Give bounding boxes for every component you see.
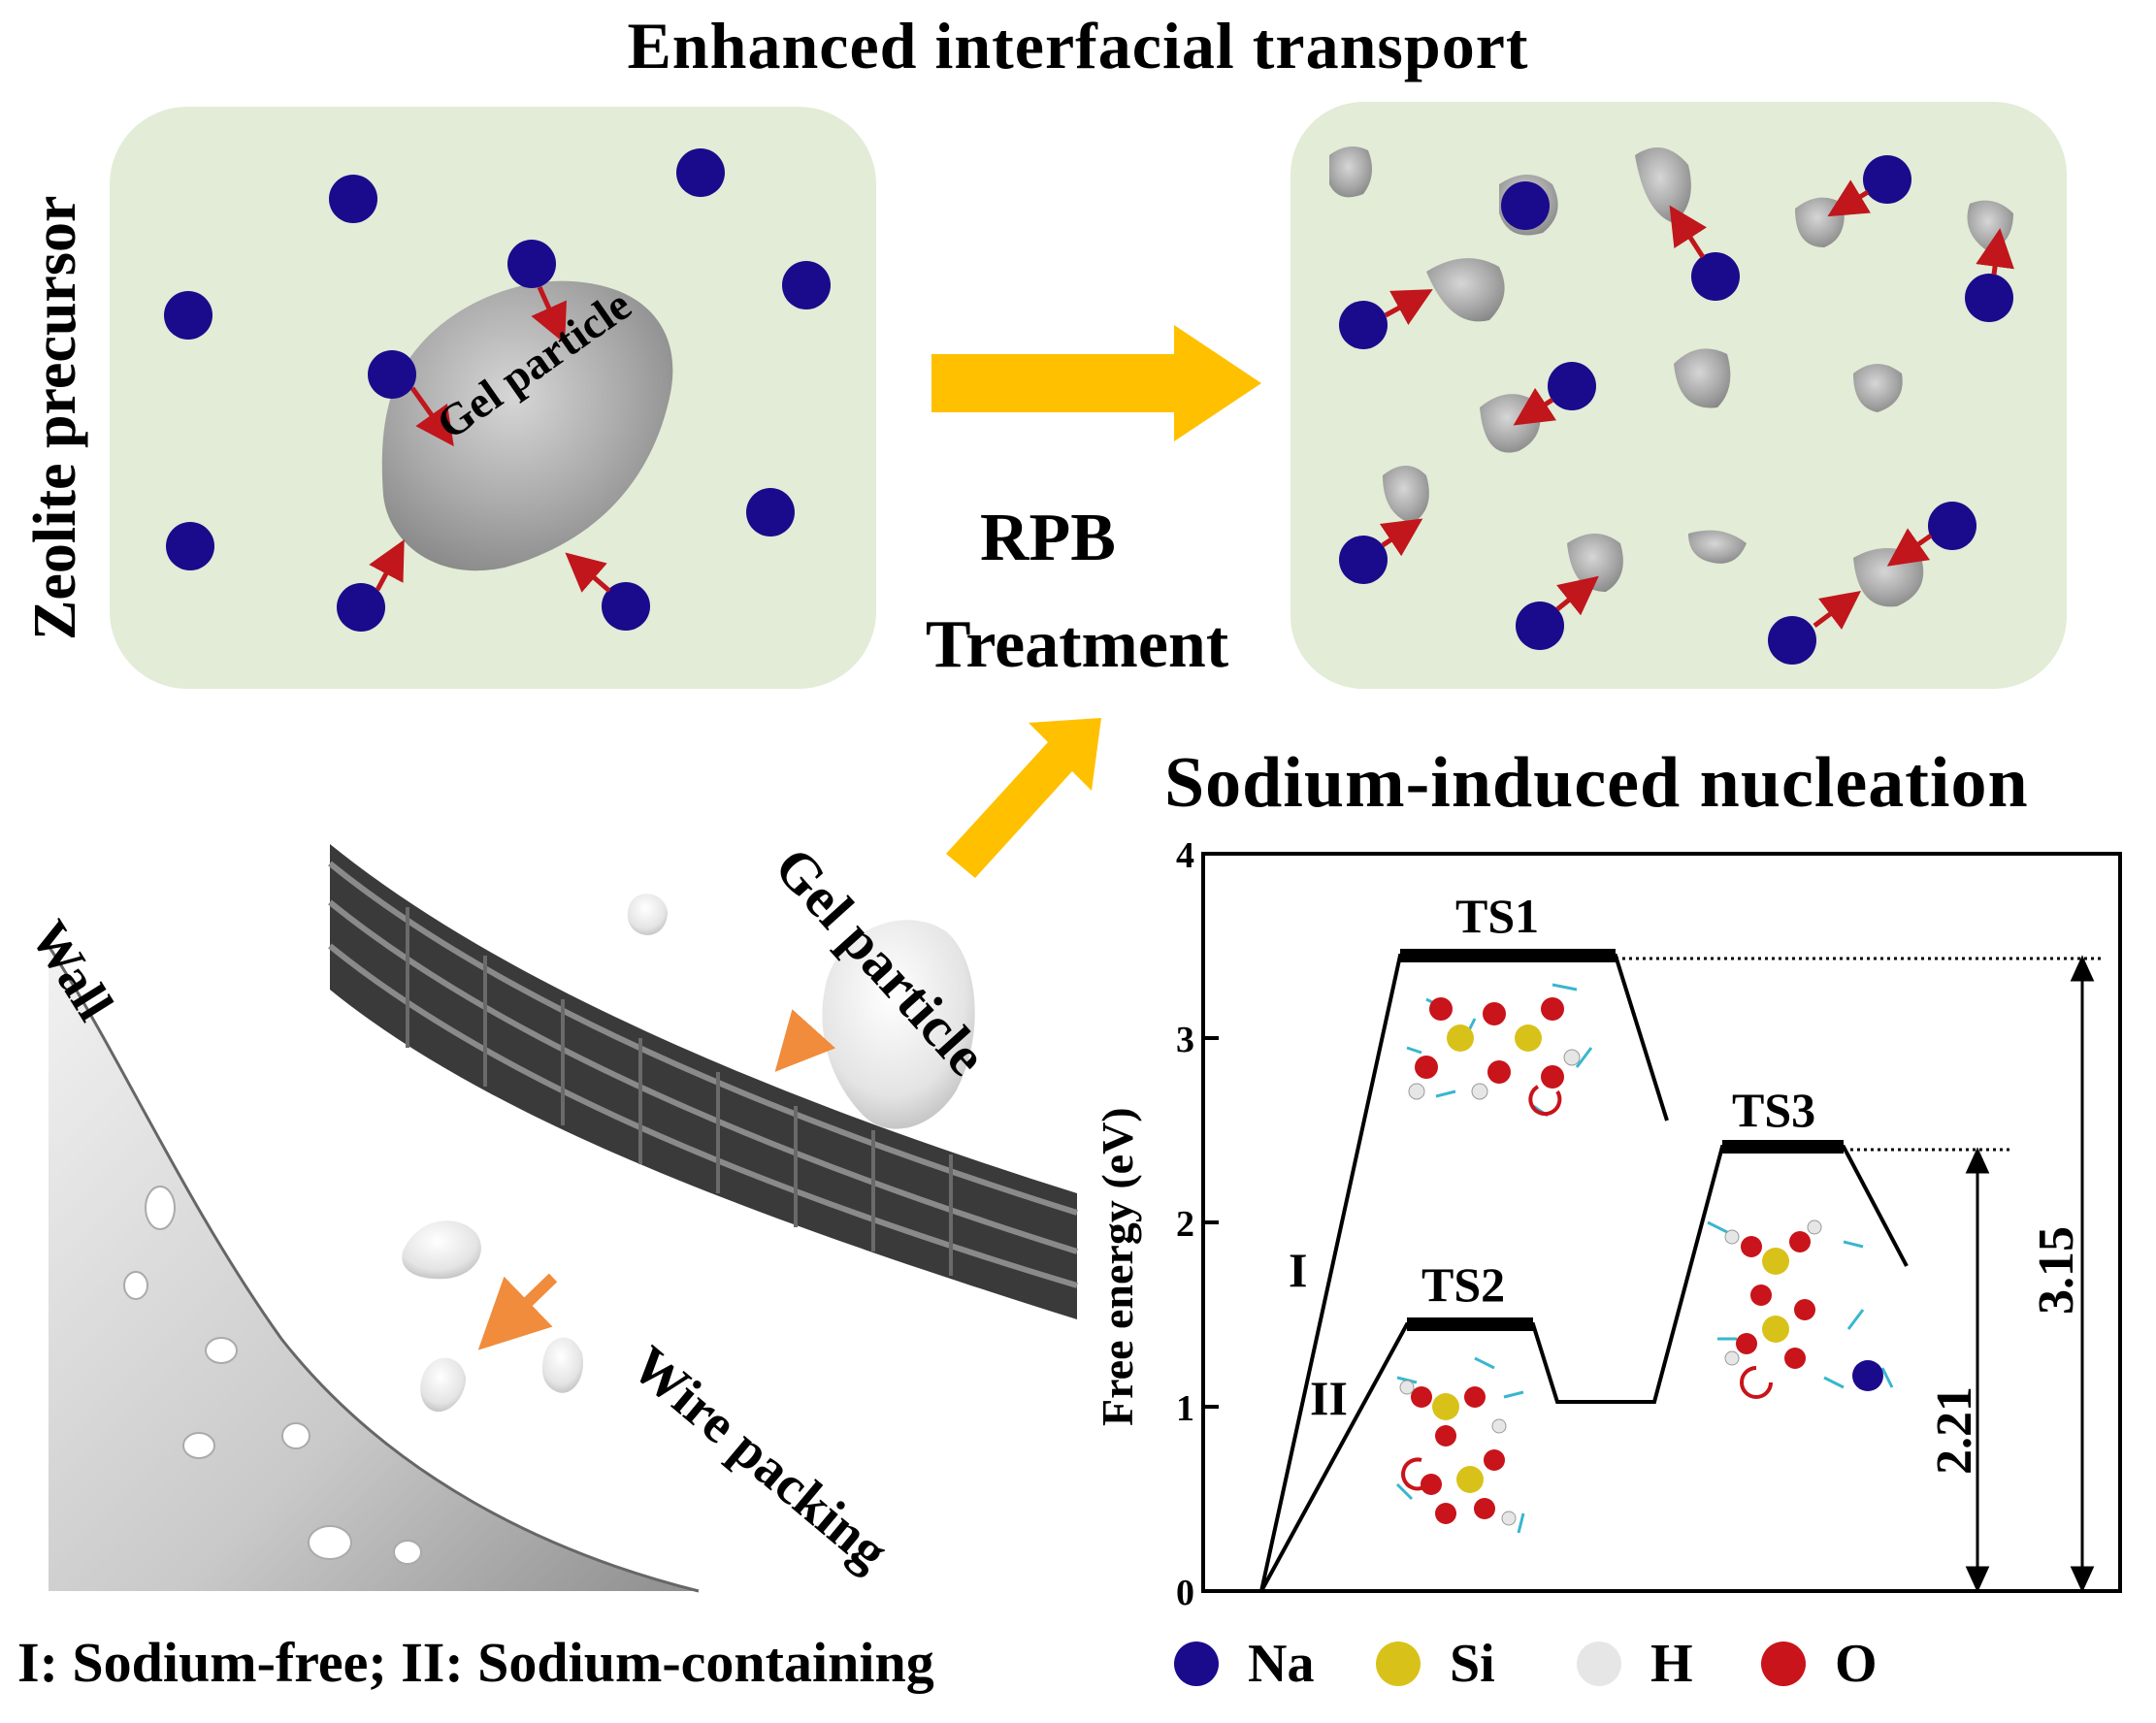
barrier-3-15-label: 3.15 [2029, 1226, 2084, 1315]
o-swatch-icon [1761, 1642, 1806, 1686]
red-arrows-left [369, 285, 611, 593]
wall-surface [49, 946, 699, 1591]
na-swatch-icon [1174, 1642, 1219, 1686]
path-I-label: I [1289, 1243, 1308, 1297]
molecule-ts2 [1395, 1356, 1525, 1534]
na-atoms-right [1339, 155, 2013, 665]
legend-na: Na [1174, 1630, 1314, 1698]
path-II-label: II [1310, 1371, 1348, 1425]
yellow-arrow-right [931, 325, 1261, 441]
gel-particle-floating [822, 920, 975, 1129]
precursor-panel-left [110, 107, 876, 689]
legend-h-label: H [1650, 1634, 1693, 1694]
red-arrows-right [1379, 179, 2014, 630]
rpb-label: RPB [980, 501, 1116, 575]
y-tick-3: 3 [1176, 1020, 1194, 1060]
path-legend-footer: I: Sodium-free; II: Sodium-containing [17, 1631, 934, 1694]
wire-packing [330, 844, 1077, 1319]
wall-particles [123, 1186, 422, 1565]
yellow-arrow-up [946, 718, 1101, 878]
legend-si: Si [1376, 1630, 1495, 1698]
rpb-scene [47, 844, 1078, 1593]
y-axis-label: Free energy (eV) [1093, 1107, 1142, 1426]
si-swatch-icon [1376, 1642, 1421, 1686]
legend-na-label: Na [1248, 1634, 1315, 1694]
na-atoms-left [164, 148, 831, 632]
y-tick-1: 1 [1176, 1388, 1194, 1429]
molecule-ts3 [1707, 1219, 1894, 1399]
energy-chart [1201, 852, 2122, 1593]
gel-particle-large [381, 280, 673, 571]
molecule-ts1 [1406, 983, 1593, 1118]
y-tick-4: 4 [1176, 835, 1194, 876]
nucleation-title: Sodium-induced nucleation [1164, 743, 2029, 823]
h-swatch-icon [1577, 1642, 1621, 1686]
ts2-label: TS2 [1421, 1257, 1506, 1312]
legend-o: O [1761, 1630, 1878, 1698]
path-II-line [1259, 1145, 1909, 1592]
legend-o-label: O [1835, 1634, 1878, 1694]
ts3-label: TS3 [1732, 1083, 1816, 1137]
y-tick-2: 2 [1176, 1204, 1194, 1245]
barrier-2-21-label: 2.21 [1927, 1386, 1982, 1475]
precursor-panel-right [1290, 102, 2067, 689]
ts1-label: TS1 [1455, 889, 1540, 943]
figure-title: Enhanced interfacial transport [627, 9, 1529, 82]
legend-h: H [1577, 1630, 1693, 1698]
y-tick-0: 0 [1176, 1573, 1194, 1613]
legend-si-label: Si [1450, 1634, 1495, 1694]
treatment-label: Treatment [925, 607, 1229, 682]
